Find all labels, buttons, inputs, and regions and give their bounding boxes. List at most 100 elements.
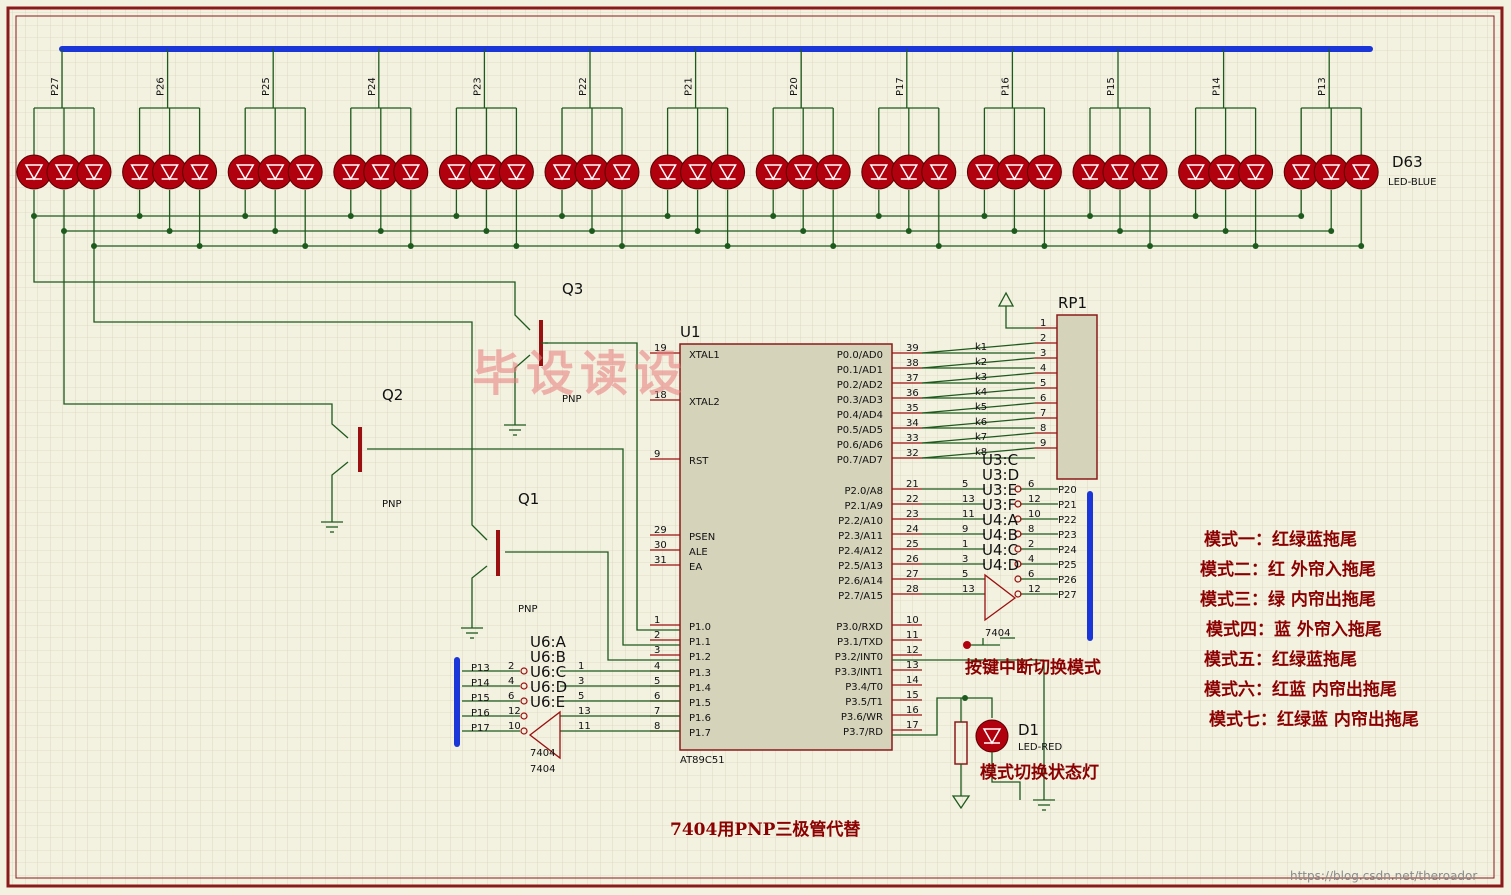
led[interactable] — [604, 154, 640, 190]
rp1-net-label: k8 — [975, 447, 987, 458]
mcu-pin-name: P1.2 — [689, 652, 711, 663]
mcu-u1[interactable]: U1 AT89C51 19XTAL118XTAL29RST29PSEN30ALE… — [650, 323, 922, 766]
u3u4-out-pin: 2 — [1028, 539, 1034, 550]
d1-part: LED-RED — [1018, 742, 1062, 753]
led[interactable] — [1026, 154, 1062, 190]
led-arrow-icon — [1110, 164, 1130, 181]
led[interactable] — [1208, 154, 1244, 190]
u6-gate-label: U6:D — [530, 678, 567, 696]
led-d1[interactable]: D1 LED-RED 模式切换状态灯 — [892, 695, 1099, 810]
led[interactable] — [16, 154, 52, 190]
mcu-pin-name: P2.7/A15 — [838, 591, 883, 602]
led[interactable] — [1178, 154, 1214, 190]
led-group-label: P14 — [1212, 77, 1223, 96]
led[interactable] — [861, 154, 897, 190]
u6-out-pin: 11 — [578, 721, 591, 732]
u6-out-pin: 5 — [578, 691, 584, 702]
led-arrow-icon — [1216, 164, 1235, 181]
u6-part-2: 7404 — [530, 764, 555, 775]
led-arrow-icon — [763, 164, 783, 181]
mcu-pin-num: 26 — [906, 554, 919, 565]
led[interactable] — [710, 154, 746, 190]
u3u4-output-net: P27 — [1058, 590, 1077, 601]
led-group-p26: P26 — [122, 49, 218, 249]
led[interactable] — [152, 154, 188, 190]
led[interactable] — [46, 154, 82, 190]
led[interactable] — [1072, 154, 1108, 190]
led-arrow-icon — [1351, 164, 1371, 181]
mcu-pin-name: P3.5/T1 — [845, 697, 883, 708]
led[interactable] — [1313, 154, 1349, 190]
transistor-q1[interactable]: Q1 PNP — [496, 490, 539, 615]
led-arrow-icon — [899, 164, 919, 181]
led-arrow-icon — [477, 164, 496, 181]
mcu-pin-name: P1.7 — [689, 728, 711, 739]
led[interactable] — [287, 154, 323, 190]
u3u4-gate-label: U4:A — [982, 511, 1019, 529]
led-group-p13: P13 — [1283, 49, 1379, 249]
led[interactable] — [363, 154, 399, 190]
mcu-pin-name: P2.3/A11 — [838, 531, 883, 542]
led[interactable] — [498, 154, 534, 190]
led[interactable] — [544, 154, 580, 190]
led[interactable] — [921, 154, 957, 190]
q1-type: PNP — [518, 604, 538, 615]
mcu-pin-num: 34 — [906, 418, 919, 429]
mcu-pin-name: P2.5/A13 — [838, 561, 883, 572]
led[interactable] — [1343, 154, 1379, 190]
led[interactable] — [1132, 154, 1168, 190]
mcu-pin-name: P2.0/A8 — [844, 486, 883, 497]
led[interactable] — [438, 154, 474, 190]
u6-in-pin: 10 — [508, 721, 521, 732]
u1-ref: U1 — [680, 323, 701, 341]
u6-input-net: P16 — [471, 708, 490, 719]
u3u4-in-pin: 13 — [962, 494, 975, 505]
led[interactable] — [182, 154, 218, 190]
u1-part: AT89C51 — [680, 755, 725, 766]
led-group-label: P26 — [156, 77, 167, 96]
led[interactable] — [333, 154, 369, 190]
led[interactable] — [966, 154, 1002, 190]
interrupt-button[interactable]: 按键中断切换模式 — [892, 637, 1101, 811]
led[interactable] — [227, 154, 263, 190]
led[interactable] — [574, 154, 610, 190]
led[interactable] — [393, 154, 429, 190]
mcu-pin-num: 6 — [654, 691, 660, 702]
led[interactable] — [1238, 154, 1274, 190]
led[interactable] — [257, 154, 293, 190]
led-arrow-icon — [1035, 164, 1054, 181]
rp1-net-label: k3 — [975, 372, 987, 383]
rp1-pin-num: 7 — [1040, 408, 1046, 419]
led[interactable] — [1283, 154, 1319, 190]
u3u4-output-net: P24 — [1058, 545, 1077, 556]
led-arrow-icon — [371, 164, 391, 181]
mode-item: 模式四：蓝 外帘入拖尾 — [1206, 619, 1382, 640]
led[interactable] — [122, 154, 158, 190]
u3u4-in-pin: 11 — [962, 509, 975, 520]
u6-in-pin: 6 — [508, 691, 514, 702]
transistor-wiring — [33, 216, 680, 661]
led[interactable] — [815, 154, 851, 190]
led[interactable] — [650, 154, 686, 190]
led[interactable] — [76, 154, 112, 190]
led[interactable] — [785, 154, 821, 190]
led-group-label: P13 — [1317, 77, 1328, 96]
mcu-pin-num: 21 — [906, 479, 919, 490]
led[interactable] — [468, 154, 504, 190]
mcu-pin-name: P3.7/RD — [843, 727, 883, 738]
transistor-q2[interactable]: Q2 PNP — [358, 386, 403, 510]
u6-input-net: P15 — [471, 693, 490, 704]
mcu-pin-name: P2.1/A9 — [844, 501, 883, 512]
led[interactable] — [891, 154, 927, 190]
led[interactable] — [996, 154, 1032, 190]
led[interactable] — [680, 154, 716, 190]
mcu-pin-name: P1.6 — [689, 713, 711, 724]
led[interactable] — [1102, 154, 1138, 190]
led[interactable] — [755, 154, 791, 190]
led-group-label: P21 — [684, 77, 695, 96]
mcu-pin-num: 24 — [906, 524, 919, 535]
transistor-q3[interactable]: Q3 PNP — [539, 280, 583, 405]
